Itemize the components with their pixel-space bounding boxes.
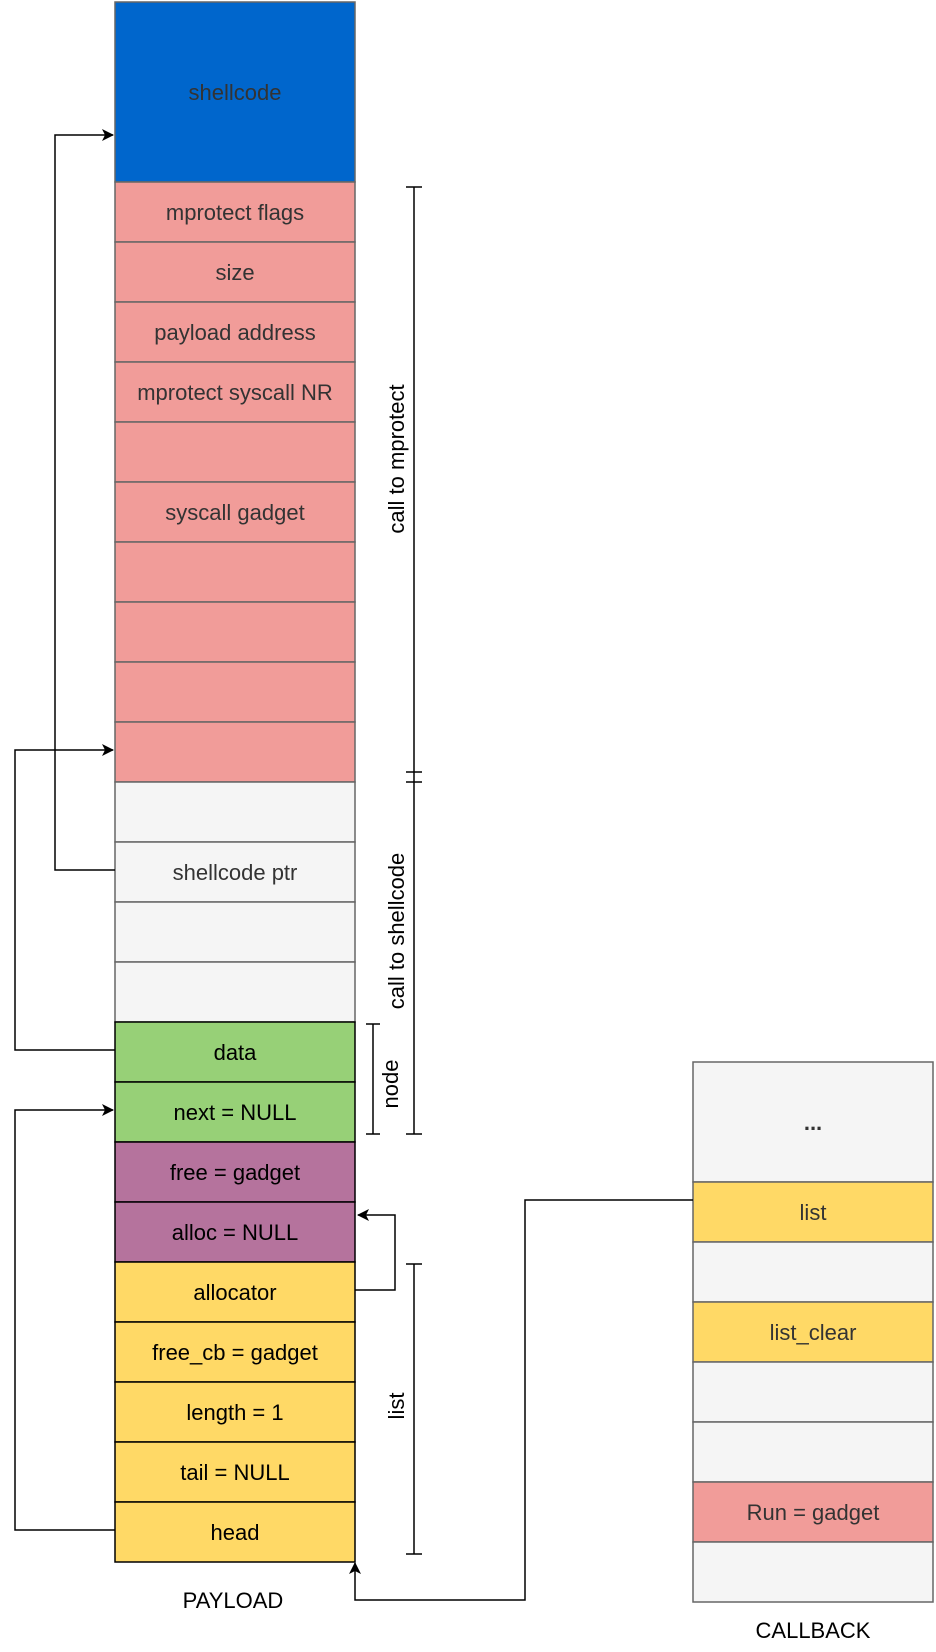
payload-cell-free-gadget: free = gadget <box>114 1141 356 1203</box>
callback-cell-box <box>692 1181 934 1243</box>
payload-cell-empty <box>114 721 356 783</box>
payload-cell-free-cb-gadget: free_cb = gadget <box>114 1321 356 1383</box>
payload-cell-empty <box>114 421 356 483</box>
payload-cell-box <box>114 301 356 363</box>
payload-cell-label: data <box>214 1040 258 1065</box>
payload-cell-head: head <box>114 1501 356 1563</box>
bracket-list-label: list <box>384 1393 409 1420</box>
bracket-list <box>406 1263 422 1555</box>
callback-title: CALLBACK <box>756 1618 871 1643</box>
callback-cell-empty: ... <box>692 1061 934 1183</box>
payload-cell-box <box>114 661 356 723</box>
payload-cell-empty <box>114 601 356 663</box>
callback-cell-box <box>692 1481 934 1543</box>
callback-cell-empty <box>692 1361 934 1423</box>
callback-cell-empty <box>692 1541 934 1603</box>
payload-cell-box <box>114 481 356 543</box>
payload-cell-box <box>114 721 356 783</box>
payload-cell-label: free = gadget <box>170 1160 300 1185</box>
payload-cell-box <box>114 1021 356 1083</box>
payload-cell-payload-address: payload address <box>114 301 356 363</box>
bracket-call-to-shellcode-label: call to shellcode <box>384 853 409 1010</box>
callback-cell-empty <box>692 1421 934 1483</box>
payload-cell-next-null: next = NULL <box>114 1081 356 1143</box>
payload-cell-tail-null: tail = NULL <box>114 1441 356 1503</box>
payload-cell-label: size <box>215 260 254 285</box>
payload-cell-shellcode: shellcode <box>114 1 356 183</box>
payload-cell-box <box>114 1 356 183</box>
payload-cell-box <box>114 541 356 603</box>
payload-cell-box <box>114 1201 356 1263</box>
payload-cell-box <box>114 241 356 303</box>
payload-cell-label: mprotect syscall NR <box>137 380 333 405</box>
payload-cell-label: tail = NULL <box>180 1460 289 1485</box>
payload-cell-label: shellcode <box>189 80 282 105</box>
payload-cell-mprotect-syscall-nr: mprotect syscall NR <box>114 361 356 423</box>
bracket-node-label: node <box>378 1060 403 1109</box>
callback-cell-box <box>692 1301 934 1363</box>
callback-cell-list-clear: list_clear <box>692 1301 934 1363</box>
arrow-callback-list-to-payload-end <box>349 1199 693 1601</box>
payload-cell-label: syscall gadget <box>165 500 304 525</box>
payload-cell-box <box>114 1141 356 1203</box>
arrow-shellcode-ptr-to-shellcode <box>54 129 115 871</box>
payload-cell-alloc-null: alloc = NULL <box>114 1201 356 1263</box>
payload-cell-box <box>114 1501 356 1563</box>
payload-cell-size: size <box>114 241 356 303</box>
callback-cell-label: list <box>800 1200 827 1225</box>
payload-cell-empty <box>114 901 356 963</box>
payload-cell-label: allocator <box>193 1280 276 1305</box>
payload-cell-label: mprotect flags <box>166 200 304 225</box>
payload-cell-label: alloc = NULL <box>172 1220 299 1245</box>
payload-stack: shellcode mprotect flags size payload addre… <box>114 1 356 1563</box>
payload-cell-length-1: length = 1 <box>114 1381 356 1443</box>
payload-cell-box <box>114 781 356 843</box>
payload-cell-data: data <box>114 1021 356 1083</box>
callback-cell-box <box>692 1421 934 1483</box>
callback-cell-label: Run = gadget <box>747 1500 880 1525</box>
bracket-node <box>366 1023 380 1135</box>
bracket-call-to-mprotect <box>406 186 422 782</box>
callback-cell-box <box>692 1061 934 1183</box>
payload-cell-shellcode-ptr: shellcode ptr <box>114 841 356 903</box>
arrow-data-to-mprotect-chain <box>14 744 115 1051</box>
payload-cell-label: shellcode ptr <box>173 860 298 885</box>
payload-cell-box <box>114 1441 356 1503</box>
payload-cell-label: length = 1 <box>186 1400 283 1425</box>
payload-cell-label: free_cb = gadget <box>152 1340 318 1365</box>
payload-title: PAYLOAD <box>183 1588 284 1613</box>
payload-cell-box <box>114 1381 356 1443</box>
arrow-head-to-node <box>14 1104 115 1531</box>
payload-cell-label: next = NULL <box>174 1100 297 1125</box>
payload-cell-label: head <box>211 1520 260 1545</box>
payload-cell-empty <box>114 661 356 723</box>
payload-cell-empty <box>114 961 356 1023</box>
callback-cell-box <box>692 1361 934 1423</box>
bracket-call-to-shellcode <box>406 781 422 1135</box>
payload-cell-syscall-gadget: syscall gadget <box>114 481 356 543</box>
payload-cell-label: payload address <box>154 320 315 345</box>
arrow-allocator-to-alloc <box>355 1209 396 1291</box>
callback-cell-list: list <box>692 1181 934 1243</box>
payload-cell-allocator: allocator <box>114 1261 356 1323</box>
payload-cell-empty <box>114 541 356 603</box>
payload-cell-box <box>114 421 356 483</box>
bracket-call-to-mprotect-label: call to mprotect <box>384 384 409 533</box>
callback-cell-run-gadget: Run = gadget <box>692 1481 934 1543</box>
payload-cell-empty <box>114 781 356 843</box>
payload-cell-box <box>114 601 356 663</box>
payload-cell-mprotect-flags: mprotect flags <box>114 181 356 243</box>
callback-cell-box <box>692 1541 934 1603</box>
payload-cell-box <box>114 1261 356 1323</box>
callback-cell-empty <box>692 1241 934 1303</box>
payload-cell-box <box>114 181 356 243</box>
callback-cell-label: list_clear <box>770 1320 857 1345</box>
payload-cell-box <box>114 961 356 1023</box>
callback-cell-label: ... <box>804 1110 822 1135</box>
callback-cell-box <box>692 1241 934 1303</box>
payload-cell-box <box>114 901 356 963</box>
